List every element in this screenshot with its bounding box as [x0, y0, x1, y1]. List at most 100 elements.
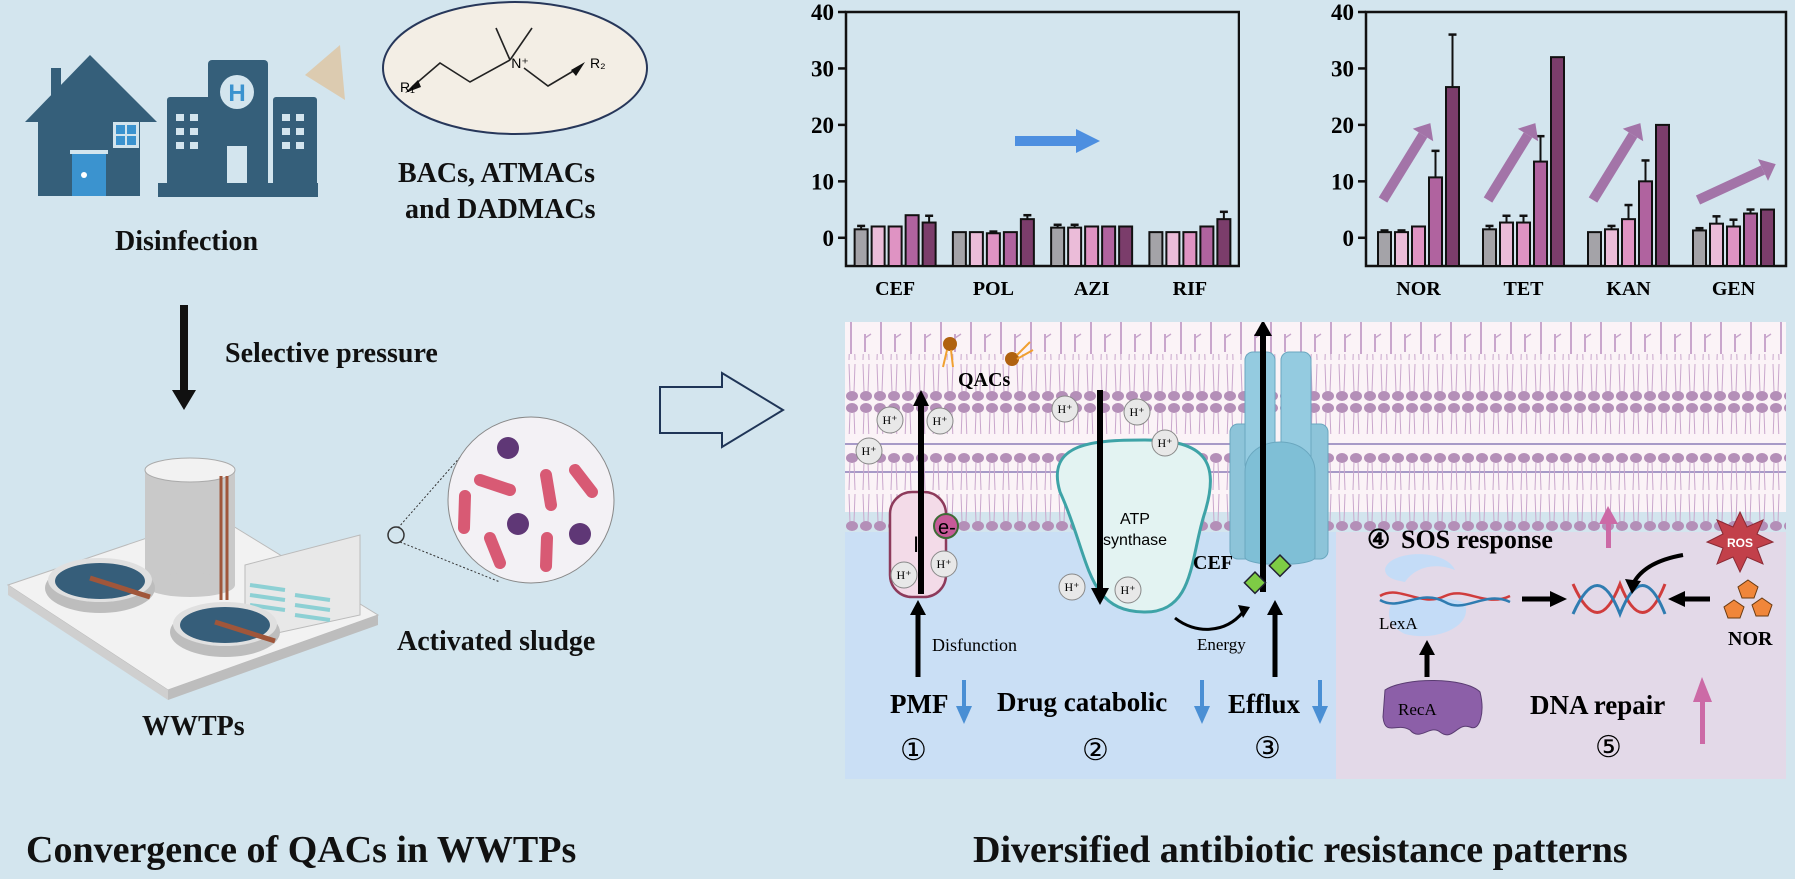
dna-helix-icon: [1571, 579, 1667, 619]
svg-text:H⁺: H⁺: [1058, 402, 1073, 416]
bar: [1692, 229, 1707, 268]
dna-repair-label: DNA repair: [1530, 690, 1665, 720]
molecule-n-atom: N⁺: [511, 55, 529, 71]
bar: [1533, 160, 1548, 267]
reca-label: RecA: [1398, 700, 1437, 719]
bar: [1621, 218, 1636, 267]
svg-text:ROS: ROS: [1727, 536, 1753, 550]
bar: [1199, 225, 1215, 268]
reca-protein-icon: [1382, 680, 1483, 736]
activated-sludge-label: Activated sludge: [397, 626, 596, 657]
y-tick-label: 10: [1331, 169, 1354, 194]
lexa-protein-icon: [1379, 554, 1511, 637]
rising-trend-arrow-icon: [1588, 123, 1644, 203]
trend-up-arrows: [1599, 506, 1712, 744]
x-tick-label: CEF: [875, 278, 915, 300]
qacs-label: QACs: [958, 369, 1010, 391]
rising-trend-arrow-icon: [1378, 123, 1434, 203]
mechanism-2-number: ②: [1082, 734, 1109, 767]
pmf-label: PMF: [890, 689, 948, 719]
house-icon: [25, 55, 157, 196]
bar: [951, 231, 967, 267]
qac-molecule-bubble: N⁺ R₁ R₂: [305, 1, 648, 135]
selective-pressure-label: Selective pressure: [225, 338, 438, 369]
drug-catabolic-label: Drug catabolic: [997, 687, 1167, 717]
bar: [985, 232, 1001, 267]
bar: [1216, 218, 1232, 267]
svg-text:H⁺: H⁺: [1065, 580, 1080, 594]
wwtps-label: WWTPs: [142, 711, 245, 742]
svg-text:H: H: [228, 80, 245, 107]
x-tick-label: TET: [1503, 278, 1544, 300]
bar: [1428, 176, 1443, 267]
bar: [1760, 208, 1775, 267]
bar: [1604, 228, 1619, 267]
y-tick-label: 0: [823, 226, 835, 251]
disfunction-label: Disfunction: [932, 635, 1017, 655]
bar: [1709, 222, 1724, 268]
y-tick-label: 40: [811, 0, 834, 25]
bar: [1743, 212, 1758, 267]
bar: [1587, 231, 1602, 267]
bar: [1182, 231, 1198, 267]
qac-molecules-icon: [942, 337, 1034, 368]
x-tick-label: POL: [973, 278, 1014, 300]
membrane-mechanism-diagram: QACs I e- ATP synthase H⁺ H⁺ H⁺ H⁺ H⁺ H⁺…: [845, 322, 1786, 779]
y-tick-label: 20: [811, 113, 834, 138]
bar: [921, 221, 937, 268]
qac-classes-line2: and DADMACs: [405, 194, 596, 225]
molecule-r1: R₁: [400, 79, 415, 95]
bar: [1638, 180, 1653, 267]
svg-text:H⁺: H⁺: [1121, 583, 1136, 597]
molecule-r2: R₂: [590, 55, 606, 71]
dna-repair-number: ⑤: [1595, 731, 1622, 764]
bar: [1411, 225, 1426, 268]
bar: [1499, 221, 1514, 268]
disinfection-label: Disinfection: [115, 226, 259, 257]
rising-trend-arrow-icon: [1695, 159, 1776, 205]
plot-frame: [844, 10, 1240, 268]
flow-arrow-icon: [659, 371, 785, 449]
y-tick-label: 30: [811, 56, 834, 81]
cef-label: CEF: [1193, 552, 1233, 574]
x-tick-label: RIF: [1173, 278, 1207, 300]
svg-text:ATP: ATP: [1120, 511, 1150, 528]
cef-drug-icon: [1243, 554, 1292, 595]
bar: [1050, 226, 1066, 268]
bar: [1726, 225, 1741, 268]
left-panel-title: Convergence of QACs in WWTPs: [26, 829, 577, 871]
bar: [1655, 123, 1670, 267]
svg-text:H⁺: H⁺: [862, 444, 877, 458]
x-tick-label: AZI: [1074, 278, 1110, 300]
bar: [1067, 226, 1083, 268]
bar: [968, 231, 984, 267]
right-panel-title: Diversified antibiotic resistance patter…: [973, 829, 1628, 871]
bar: [1445, 86, 1460, 268]
svg-text:H⁺: H⁺: [883, 413, 898, 427]
lexa-label: LexA: [1379, 614, 1418, 633]
y-tick-label: 0: [1343, 226, 1355, 251]
bar: [1394, 231, 1409, 267]
energy-arrow-icon: [1174, 611, 1245, 631]
bar: [1550, 56, 1565, 268]
electron-label: e-: [938, 517, 956, 539]
wwtp-plant-icon: [6, 457, 380, 700]
bar: [1148, 231, 1164, 267]
y-tick-label: 40: [1331, 0, 1354, 25]
bar: [1516, 221, 1531, 268]
svg-text:H⁺: H⁺: [933, 414, 948, 428]
bar: [1019, 218, 1035, 267]
y-tick-label: 20: [1331, 113, 1354, 138]
mechanism-1-number: ①: [900, 734, 927, 767]
trend-down-arrows: [956, 680, 1328, 724]
qac-classes-line1: BACs, ATMACs: [398, 158, 596, 189]
efflux-label: Efflux: [1228, 689, 1301, 719]
bar: [1377, 231, 1392, 267]
nor-label: NOR: [1728, 628, 1773, 650]
bar: [870, 225, 886, 268]
sos-number: ④: [1367, 525, 1390, 554]
svg-text:I: I: [913, 532, 919, 557]
svg-text:synthase: synthase: [1103, 532, 1167, 549]
